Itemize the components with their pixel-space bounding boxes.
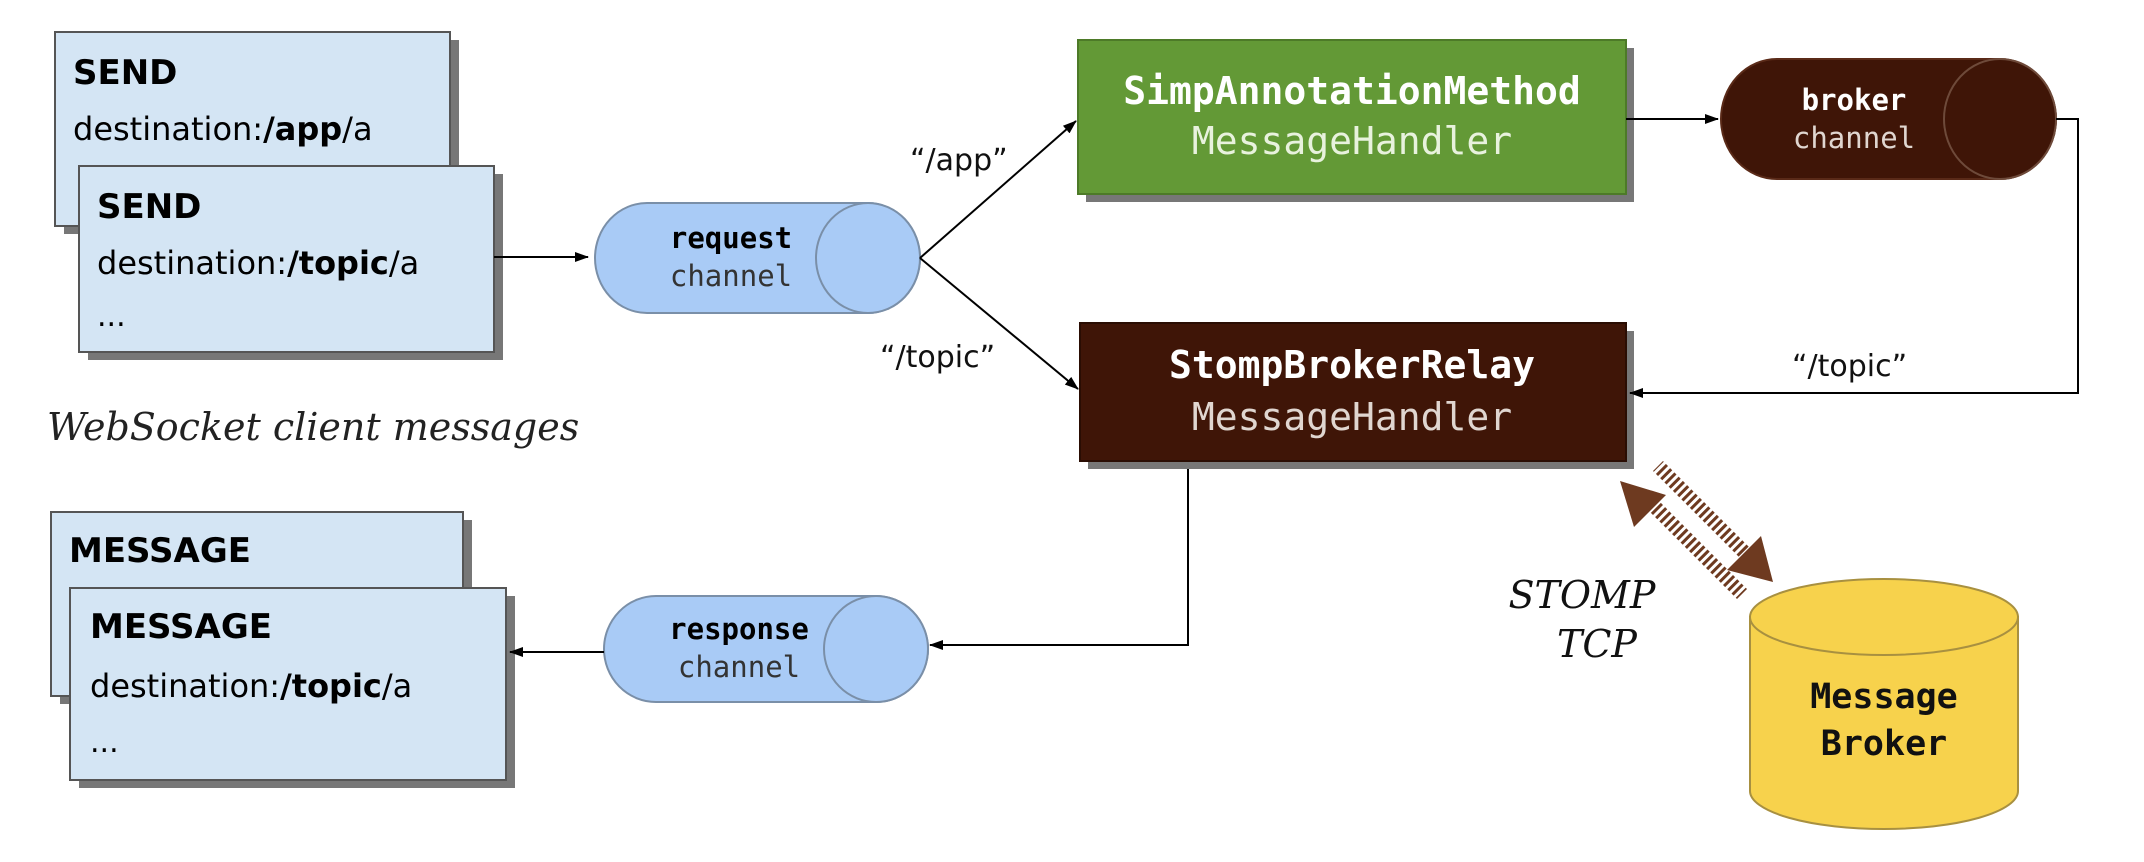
protocol-stomp-label: STOMP [1508, 573, 1656, 617]
message-broker-cylinder: Message Broker [1749, 578, 2019, 830]
send-front-destination: destination:/topic/a [97, 244, 419, 282]
request-to-stomp-arrow [919, 257, 1079, 390]
websocket-caption: WebSocket client messages [47, 405, 579, 449]
simp-handler-title: SimpAnnotationMethod [1123, 69, 1581, 113]
broker-channel-to-stomp-arrow [1629, 118, 2079, 398]
request-to-simp-arrow [919, 120, 1077, 259]
stomp-broker-relay-handler: StompBrokerRelay MessageHandler [1079, 322, 1634, 469]
request-channel-name: request [670, 221, 792, 255]
message-broker-line1: Message [1810, 677, 1958, 717]
send-back-command: SEND [73, 53, 177, 93]
route-label-topic-left: “/topic” [880, 340, 995, 375]
broker-channel-name: broker [1802, 83, 1907, 117]
broker-channel: broker channel [1720, 58, 2057, 180]
message-card-front: MESSAGE destination:/topic/a ... [69, 587, 515, 788]
route-label-app: “/app” [910, 143, 1008, 178]
stomp-handler-subtitle: MessageHandler [1192, 395, 1512, 439]
route-label-topic-right: “/topic” [1792, 349, 1907, 384]
tcp-arrow-to-broker [1653, 461, 1773, 582]
send-back-destination: destination:/app/a [73, 110, 373, 148]
simp-handler-subtitle: MessageHandler [1192, 119, 1512, 163]
broker-channel-label: channel [1793, 121, 1915, 155]
tcp-arrow-to-relay [1620, 481, 1747, 599]
stomp-to-response-arrow [929, 469, 1189, 650]
message-front-command: MESSAGE [90, 607, 272, 647]
send-front-command: SEND [97, 187, 201, 227]
stomp-handler-title: StompBrokerRelay [1169, 343, 1535, 387]
send-front-ellipsis: ... [97, 299, 126, 334]
simp-annotation-handler: SimpAnnotationMethod MessageHandler [1077, 39, 1634, 202]
message-front-destination: destination:/topic/a [90, 667, 412, 705]
response-channel: response channel [603, 595, 929, 703]
response-channel-name: response [669, 612, 809, 646]
response-channel-label: channel [678, 650, 800, 684]
message-broker-line2: Broker [1821, 724, 1947, 764]
message-back-command: MESSAGE [69, 531, 251, 571]
send-card-back: SEND destination:/app/a [54, 31, 459, 234]
request-channel: request channel [594, 202, 921, 314]
send-card-front: SEND destination:/topic/a ... [78, 165, 503, 360]
message-front-ellipsis: ... [90, 725, 119, 760]
request-channel-label: channel [670, 259, 792, 293]
protocol-tcp-label: TCP [1557, 622, 1638, 666]
